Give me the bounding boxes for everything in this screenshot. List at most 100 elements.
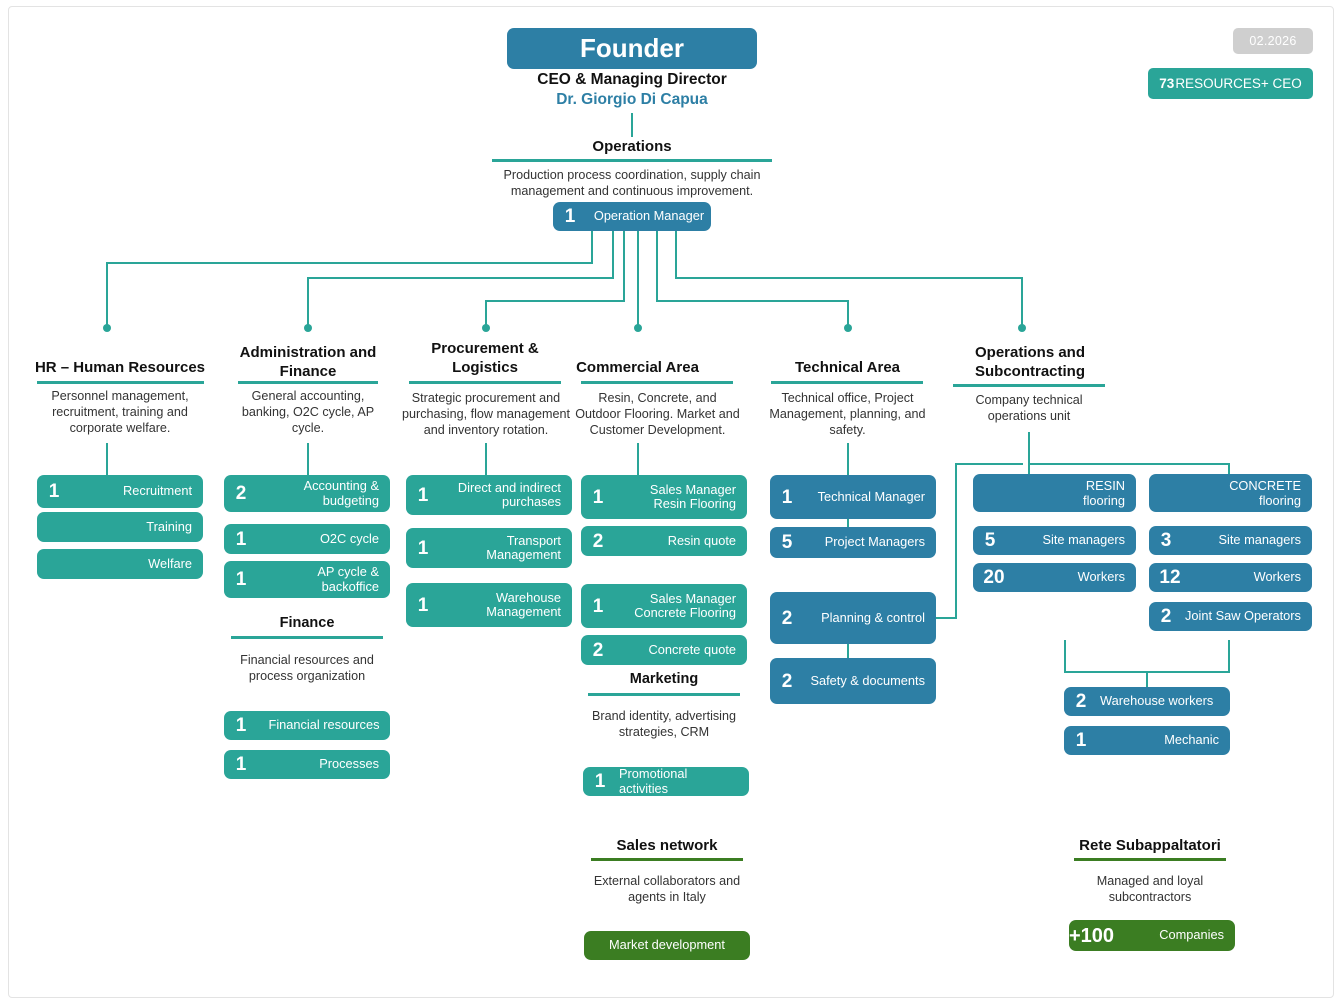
chip-count: 1 (417, 594, 429, 616)
chip-commercial-resin-quote: 2 Resin quote (581, 526, 747, 556)
chip-label: Welfare (148, 555, 192, 571)
dept-rule-operations-subcontracting (953, 384, 1105, 387)
dept-title-commercial: Commercial Area (576, 359, 699, 376)
connector-dot-procurement (482, 324, 490, 332)
operations-manager-chip: 1 Operation Manager (553, 202, 711, 231)
chip-admin-ap-cycle: 1 AP cycle & backoffice (224, 561, 390, 598)
connector-trunk-5-drop (847, 300, 849, 328)
chip-count: 2 (781, 670, 793, 692)
chip-label: Promotional activities (619, 766, 688, 796)
chip-count: 1 (1075, 730, 1087, 751)
chip-label: Warehouse workers (1100, 693, 1214, 709)
subsection-description-finance: Financial resources and process organiza… (240, 653, 374, 683)
chip-count: 1 (235, 754, 247, 775)
chip-finance-processes: 1 Processes (224, 750, 390, 779)
subsection-title-finance: Finance (279, 615, 335, 631)
chip-label: Workers (1077, 569, 1125, 585)
chip-resin-workers: 20 Workers (973, 563, 1136, 592)
chip-label: Site managers (1042, 532, 1125, 548)
concrete-header-line1: CONCRETE (1229, 478, 1301, 493)
concrete-header-line2: flooring (1259, 493, 1301, 508)
connector-trunk-1-stem (591, 231, 593, 264)
connector-trunk-1-horizontal (106, 262, 593, 264)
connector-procurement-to-items (485, 443, 487, 480)
chip-companies: +100 Companies (1069, 920, 1235, 951)
dept-description-operations-subcontracting: Company technical operations unit (975, 393, 1083, 423)
chip-label: Project Managers (824, 534, 925, 550)
connector-planning-to-subcontracting-h (936, 617, 957, 619)
chip-admin-accounting: 2 Accounting & budgeting (224, 475, 390, 512)
subsection-rule-marketing (588, 693, 740, 696)
dept-rule-hr (37, 381, 204, 384)
dept-rule-technical (771, 381, 923, 384)
chip-label: O2C cycle (319, 530, 379, 546)
connector-trunk-3-horizontal (485, 300, 625, 302)
dept-rule-administration (238, 381, 378, 384)
resources-badge-count: 73 (1159, 76, 1175, 91)
connector-commercial-to-items (637, 443, 639, 480)
chip-hr-welfare: Welfare (37, 549, 203, 579)
chip-procurement-warehouse: 1 Warehouse Management (406, 583, 572, 627)
dept-description-administration: General accounting, banking, O2C cycle, … (241, 389, 375, 435)
operations-manager-count: 1 (564, 206, 576, 227)
chip-count: 5 (781, 532, 793, 553)
chip-count: 2 (235, 483, 247, 504)
chip-finance-financial-resources: 1 Financial resources (224, 711, 390, 740)
footer-description-sales-network: External collaborators and agents in Ita… (593, 874, 741, 904)
connector-shared-left-drop (1064, 640, 1066, 673)
chip-technical-manager: 1 Technical Manager (770, 475, 936, 519)
connector-subcontracting-bar-left (955, 463, 1023, 465)
chip-marketing-promotional: 1 Promotional activities (583, 766, 749, 796)
dept-title-procurement: Procurement & Logistics (431, 340, 539, 376)
chip-label: Accounting & budgeting (303, 478, 379, 508)
dept-description-commercial: Resin, Concrete, and Outdoor Flooring. M… (575, 391, 740, 437)
chip-label: Concrete quote (648, 641, 736, 657)
chip-label: Joint Saw Operators (1185, 608, 1301, 624)
connector-trunk-5-horizontal (656, 300, 849, 302)
chip-technical-safety-documents: 2 Safety & documents (770, 658, 936, 704)
dept-description-technical: Technical office, Project Management, pl… (769, 391, 926, 437)
connector-trunk-4-drop (637, 231, 639, 328)
dept-title-technical: Technical Area (794, 359, 901, 376)
chip-label: Recruitment (123, 483, 192, 499)
chip-label: Processes (319, 756, 379, 772)
connector-subcontracting-stem (1028, 432, 1030, 474)
chip-label: AP cycle & backoffice (317, 564, 379, 594)
chip-label: Sales Manager Resin Flooring (649, 481, 736, 511)
chip-count: 1 (235, 569, 247, 590)
chip-concrete-flooring-header: CONCRETE flooring (1149, 474, 1312, 512)
dept-rule-procurement (409, 381, 561, 384)
footer-rule-sales-network (591, 858, 743, 861)
resources-badge-label: RESOURCES+ CEO (1175, 76, 1302, 91)
connector-trunk-2-stem (612, 231, 614, 279)
subsection-description-marketing: Brand identity, advertising strategies, … (592, 709, 736, 739)
chip-label: Training (146, 518, 192, 534)
chip-label: RESIN flooring (973, 478, 1136, 508)
connector-planning-to-safety (847, 644, 849, 658)
date-badge: 02.2026 (1233, 28, 1313, 54)
connector-trunk-3-stem (623, 231, 625, 302)
chip-procurement-transport: 1 Transport Management (406, 528, 572, 568)
connector-technical-manager-to-pm (847, 519, 849, 527)
connector-dot-hr (103, 324, 111, 332)
dept-rule-commercial (581, 381, 733, 384)
chip-concrete-site-managers: 3 Site managers (1149, 526, 1312, 555)
chip-label: Sales Manager Concrete Flooring (634, 590, 736, 620)
dept-title-administration: Administration and Finance (239, 344, 377, 380)
connector-trunk-2-drop (307, 277, 309, 328)
chip-admin-o2c: 1 O2C cycle (224, 524, 390, 554)
subsection-rule-finance (231, 636, 383, 639)
chip-technical-planning-control: 2 Planning & control (770, 592, 936, 644)
chip-label: Resin quote (667, 532, 736, 548)
chip-label: Safety & documents (810, 672, 925, 688)
chip-count: 1 (417, 484, 429, 506)
chip-count: 20 (983, 567, 1005, 588)
chip-hr-training: Training (37, 512, 203, 542)
connector-shared-center-drop (1146, 671, 1148, 687)
chip-shared-warehouse-workers: 2 Warehouse workers (1064, 687, 1230, 716)
operations-rule (492, 159, 772, 162)
connector-administration-to-items (307, 443, 309, 480)
chip-count: 1 (594, 771, 606, 792)
operations-manager-label: Operation Manager (593, 208, 705, 224)
chip-label: Companies (1159, 927, 1224, 943)
